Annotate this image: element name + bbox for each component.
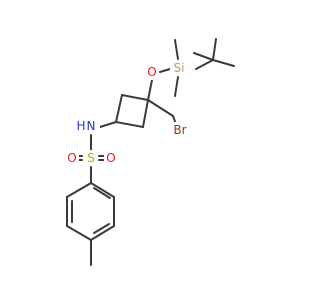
bond-ar-3 xyxy=(90,225,115,241)
label-bg-o xyxy=(145,64,159,80)
bond-ring-n xyxy=(99,121,117,128)
bond-o-si xyxy=(159,68,171,73)
bond-si-methyl-bottom xyxy=(174,76,179,97)
label-bg-s xyxy=(84,150,98,166)
molecule-structure: O Si N H S O O Br xyxy=(65,38,235,266)
bond-ring-o xyxy=(147,79,153,101)
bond-tbu-methyl-top xyxy=(212,38,217,61)
bond-ar-inner-2 xyxy=(93,223,110,234)
label-bg-o-right xyxy=(104,150,118,166)
bond-tbu-methyl-left xyxy=(193,52,214,61)
bond-ar-1 xyxy=(90,182,115,198)
bond-ar-inner-1 xyxy=(93,187,111,199)
bond-ar-6 xyxy=(66,182,92,198)
sulfur-label: S xyxy=(87,151,95,165)
label-bg-o-left xyxy=(65,150,79,166)
bond-ring-top xyxy=(121,94,149,101)
hydrogen-label: H xyxy=(76,119,85,133)
bond-ring-ch2 xyxy=(147,99,174,117)
atom-labels: O Si N H S O O Br xyxy=(65,60,190,166)
label-bg-si xyxy=(170,60,188,76)
sulfonyl-oxygen-left-label: O xyxy=(67,151,76,165)
nitrogen-label: N xyxy=(87,119,96,133)
bond-ring-right xyxy=(142,99,149,128)
cyclobutane-ring xyxy=(115,94,149,128)
benzene-ring xyxy=(66,182,115,241)
sulfonyl-oxygen-right-label: O xyxy=(106,151,115,165)
bond-ring-left xyxy=(115,94,123,123)
oxygen-label: O xyxy=(147,65,156,79)
silicon-label: Si xyxy=(174,61,185,75)
bromine-label: Br xyxy=(173,123,186,137)
bond-si-tbu xyxy=(195,59,214,70)
label-bg-nh xyxy=(84,118,100,134)
bond-ring-bottom xyxy=(115,121,144,128)
label-bg-br xyxy=(170,122,190,138)
tert-butyl-group xyxy=(193,38,235,70)
bond-si-methyl-top xyxy=(174,39,179,60)
bond-tbu-methyl-right xyxy=(212,59,235,67)
bond-ar-4 xyxy=(66,225,92,241)
